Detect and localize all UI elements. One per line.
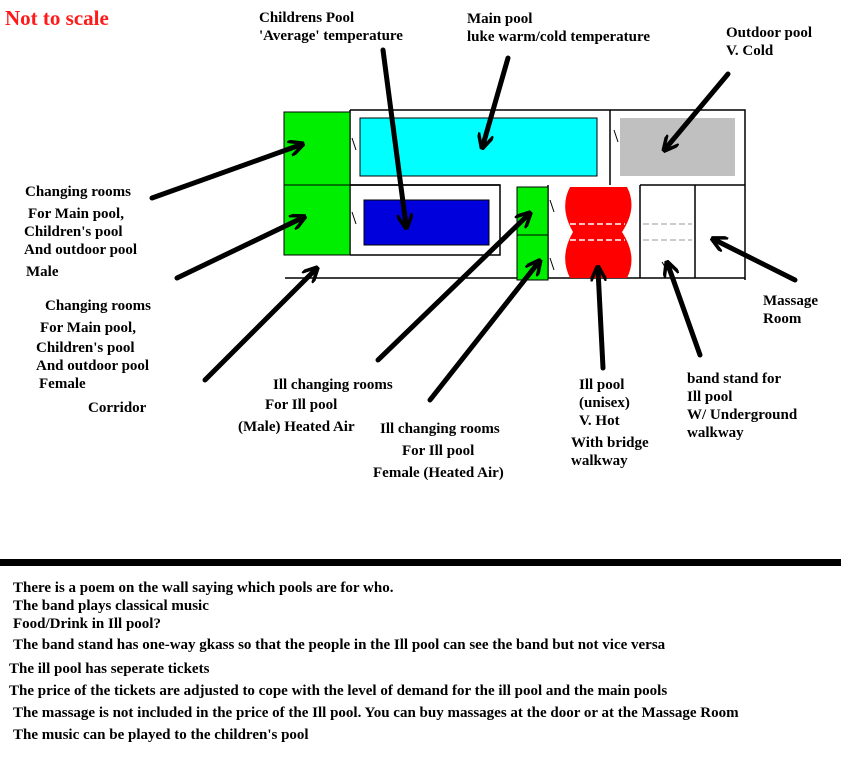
note-music-childrens-pool: The music can be played to the children'… [13, 727, 309, 743]
ill-changing-male [516, 186, 549, 236]
note-food-drink: Food/Drink in Ill pool? [13, 616, 161, 632]
arrow-outdoor-pool [666, 71, 731, 148]
childrens-pool [363, 199, 490, 246]
diagram-title: Not to scale [5, 6, 109, 30]
arrow-ill-changing-male [375, 215, 528, 363]
arrow-changing-female [174, 218, 302, 281]
note-tickets: The ill pool has seperate tickets [9, 661, 210, 677]
note-band-music: The band plays classical music [13, 598, 209, 614]
label-childrens-pool: Childrens Pool'Average' temperature [259, 10, 403, 44]
ill-pool [565, 187, 632, 278]
divider [0, 559, 841, 566]
label-changing-rooms-female: Changing rooms For Main pool, Children's… [36, 298, 151, 392]
label-ill-changing-female: Ill changing rooms For Ill pool Female (… [373, 421, 504, 481]
label-changing-rooms-male: Changing rooms For Main pool, Children's… [24, 184, 138, 280]
note-one-way-glass: The band stand has one-way gkass so that… [13, 637, 666, 653]
outdoor-pool [620, 118, 735, 176]
note-ticket-prices: The price of the tickets are adjusted to… [9, 683, 668, 699]
note-massage: The massage is not included in the price… [13, 705, 739, 721]
arrow-corridor [202, 270, 315, 383]
arrow-ill-pool [598, 270, 603, 371]
arrow-band-stand [668, 265, 703, 358]
arrow-childrens-pool [380, 47, 406, 225]
arrow-ill-changing-female [427, 263, 538, 403]
arrow-massage-room [715, 240, 798, 283]
label-corridor: Corridor [88, 400, 147, 416]
pool-floor-plan [149, 47, 798, 403]
label-ill-changing-male: Ill changing rooms For Ill pool (Male) H… [238, 377, 393, 435]
arrow-main-pool [483, 55, 511, 145]
note-poem: There is a poem on the wall saying which… [13, 580, 394, 596]
arrow-changing-male [149, 145, 300, 201]
label-ill-pool: Ill pool (unisex) V. Hot With bridge wal… [571, 377, 649, 469]
